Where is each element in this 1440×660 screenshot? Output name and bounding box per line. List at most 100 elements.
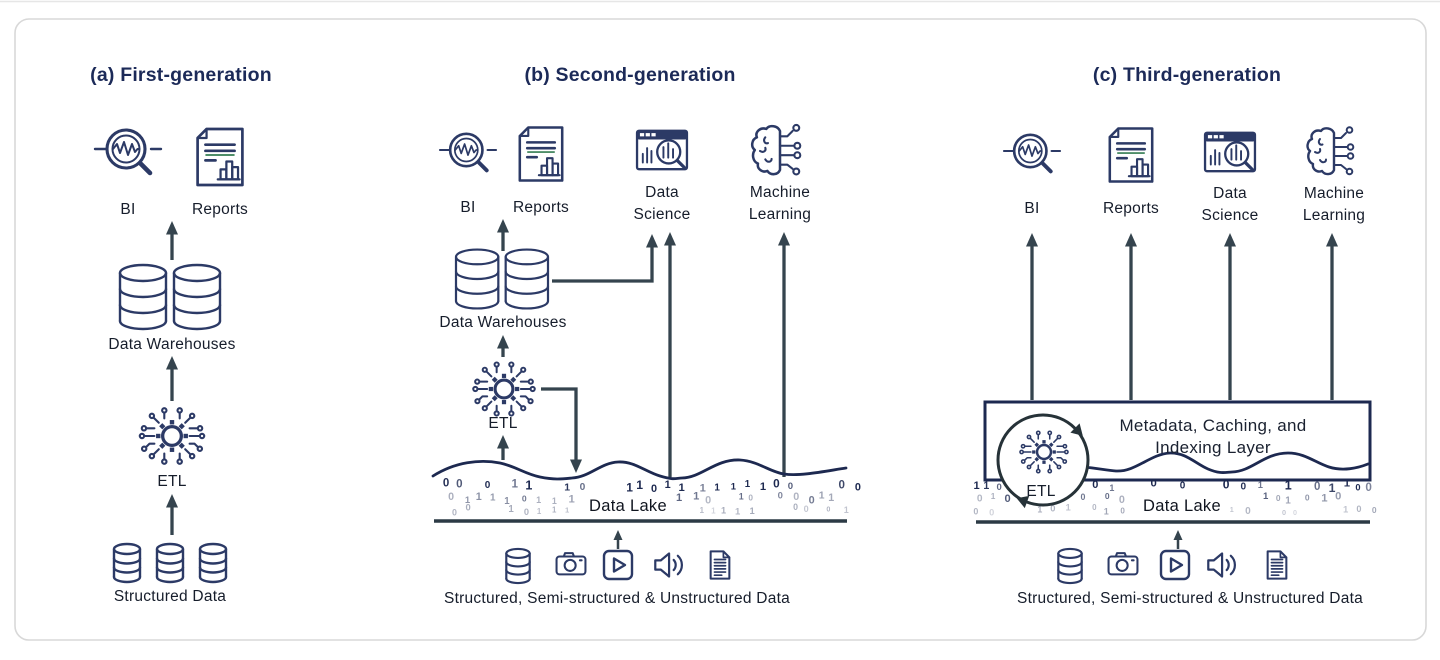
svg-text:1: 1 [1066, 503, 1072, 514]
svg-text:1: 1 [536, 495, 541, 505]
svg-text:0: 0 [804, 504, 809, 514]
svg-text:1: 1 [504, 496, 510, 507]
svg-text:0: 0 [1105, 491, 1110, 501]
svg-text:0: 0 [448, 491, 454, 503]
svg-text:1: 1 [1321, 493, 1328, 505]
cycle-arrowhead-top [1070, 423, 1083, 436]
svg-text:0: 0 [1365, 481, 1372, 494]
svg-text:1: 1 [711, 506, 716, 515]
etl-label: ETL [157, 473, 186, 490]
metadata-layer-label-line2: Indexing Layer [1155, 438, 1271, 457]
svg-text:0: 0 [1282, 508, 1286, 517]
svg-text:1: 1 [525, 479, 532, 493]
svg-text:0: 0 [773, 476, 780, 490]
svg-text:0: 0 [443, 477, 449, 489]
svg-text:1: 1 [636, 478, 643, 492]
svg-text:1: 1 [490, 493, 496, 504]
svg-text:1: 1 [1109, 483, 1114, 493]
svg-text:1: 1 [731, 481, 736, 492]
svg-text:1: 1 [721, 505, 726, 515]
svg-text:0: 0 [1372, 505, 1377, 515]
svg-text:1: 1 [693, 491, 699, 503]
svg-text:0: 0 [855, 481, 861, 493]
svg-text:0: 0 [580, 482, 586, 493]
svg-text:1: 1 [1230, 505, 1234, 514]
svg-text:1: 1 [512, 478, 519, 491]
svg-text:1: 1 [552, 496, 557, 506]
svg-text:0: 0 [651, 483, 657, 495]
svg-text:0: 0 [1335, 491, 1341, 503]
svg-text:1: 1 [564, 482, 570, 494]
metadata-layer-label-line1: Metadata, Caching, and [1119, 416, 1306, 435]
svg-text:0: 0 [788, 481, 793, 492]
svg-text:1: 1 [679, 482, 685, 494]
svg-text:0: 0 [1355, 482, 1360, 492]
svg-text:1: 1 [1263, 491, 1269, 502]
svg-text:1: 1 [1037, 504, 1042, 514]
source-data-label: Structured, Semi-structured & Unstructur… [1017, 590, 1363, 607]
svg-text:1: 1 [1104, 506, 1109, 516]
svg-text:0: 0 [793, 491, 799, 503]
svg-text:1: 1 [828, 492, 834, 504]
etl-label: ETL [488, 415, 517, 432]
data-science-label-line1: Data [1213, 185, 1247, 202]
svg-text:1: 1 [844, 505, 849, 515]
svg-text:1: 1 [476, 491, 482, 503]
svg-text:1: 1 [1285, 479, 1292, 493]
svg-text:0: 0 [1180, 481, 1186, 492]
machine-learning-label-line2: Learning [749, 206, 811, 223]
svg-text:1: 1 [1344, 477, 1351, 489]
svg-text:0: 0 [522, 493, 527, 503]
svg-text:0: 0 [485, 480, 491, 491]
svg-text:1: 1 [1258, 479, 1263, 490]
svg-text:0: 0 [977, 493, 983, 504]
svg-text:1: 1 [983, 480, 989, 492]
data-lake-wave [431, 458, 848, 481]
svg-text:1: 1 [749, 505, 754, 516]
data-science-label-line2: Science [634, 206, 691, 223]
svg-text:1: 1 [665, 479, 671, 491]
cycle-arrowhead-bottom [1016, 495, 1030, 509]
bi-label: BI [1024, 200, 1039, 217]
svg-text:1: 1 [819, 491, 825, 502]
svg-text:1: 1 [739, 492, 744, 502]
arrow-warehouses-to-data-science [552, 234, 658, 283]
svg-text:0: 0 [826, 505, 830, 514]
arrow-etl-to-lake [541, 387, 582, 473]
svg-text:0: 0 [1245, 506, 1251, 517]
svg-text:1: 1 [676, 492, 682, 504]
svg-text:1: 1 [508, 504, 514, 515]
svg-text:0: 0 [996, 482, 1001, 493]
svg-text:0: 0 [809, 494, 815, 506]
data-lake-label: Data Lake [589, 497, 667, 515]
source-data-label: Structured, Semi-structured & Unstructur… [444, 590, 790, 607]
svg-text:1: 1 [974, 480, 980, 492]
panel-c-title: (c) Third-generation [1093, 64, 1281, 86]
svg-text:0: 0 [1314, 481, 1320, 493]
svg-text:0: 0 [524, 507, 529, 517]
svg-text:1: 1 [991, 491, 996, 501]
svg-text:0: 0 [1276, 493, 1281, 503]
svg-text:0: 0 [1081, 492, 1086, 502]
bi-label: BI [460, 199, 475, 216]
svg-text:1: 1 [1285, 496, 1291, 507]
svg-text:1: 1 [700, 506, 705, 515]
structured-data-label: Structured Data [114, 588, 226, 605]
reports-label: Reports [513, 199, 569, 216]
data-warehouses-label: Data Warehouses [439, 314, 566, 331]
svg-text:1: 1 [565, 505, 570, 514]
svg-text:1: 1 [569, 494, 575, 506]
svg-text:0: 0 [778, 491, 783, 502]
svg-text:0: 0 [456, 477, 462, 490]
svg-text:1: 1 [714, 482, 720, 493]
svg-text:1: 1 [537, 507, 542, 516]
svg-text:1: 1 [552, 506, 557, 515]
svg-text:0: 0 [838, 478, 844, 491]
data-warehouses-label: Data Warehouses [108, 336, 235, 353]
svg-text:0: 0 [1005, 493, 1011, 505]
reports-label: Reports [192, 201, 248, 218]
machine-learning-label-line1: Machine [750, 184, 810, 201]
svg-text:0: 0 [1120, 506, 1125, 515]
